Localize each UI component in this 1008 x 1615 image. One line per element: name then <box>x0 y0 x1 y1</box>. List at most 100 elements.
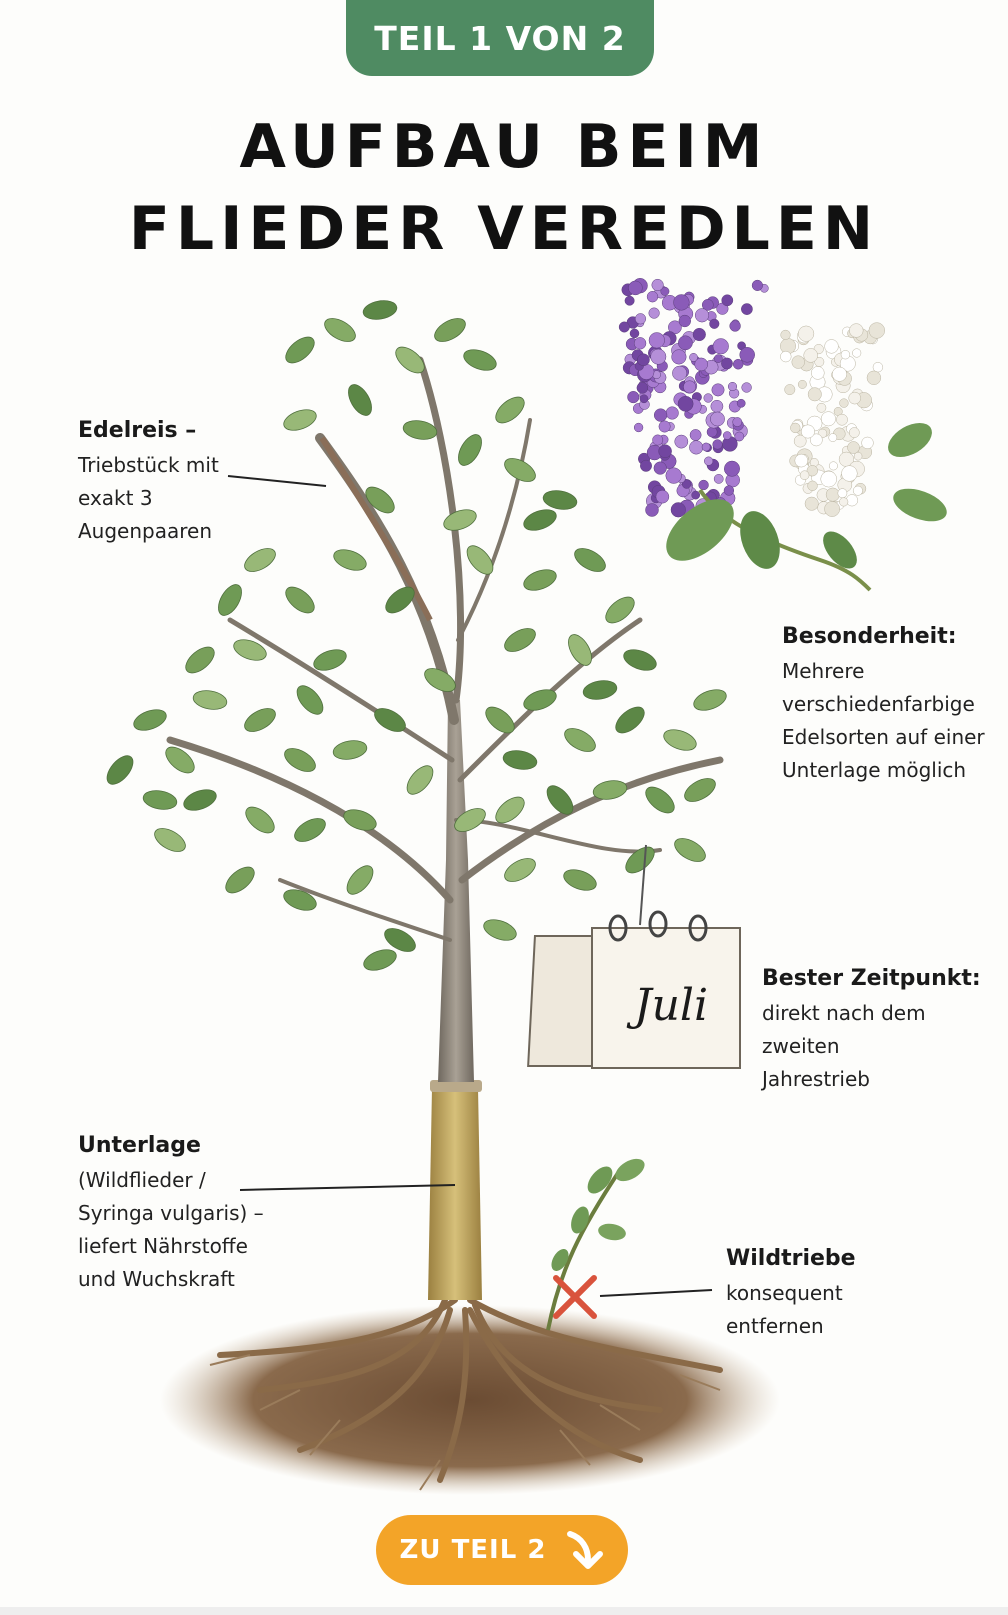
roots <box>217 1297 723 1483</box>
lilac-floret <box>624 295 635 306</box>
lilac-floret <box>828 461 838 471</box>
lilac-floret <box>658 420 671 433</box>
lilac-floret <box>800 424 815 439</box>
leaf <box>485 706 515 734</box>
edelreis-scion <box>319 436 433 622</box>
lilac-floret <box>627 391 640 404</box>
label-edelreis-line: Augenpaaren <box>78 519 213 543</box>
lilac-floret <box>713 354 723 363</box>
label-edelreis-line: exakt 3 <box>78 486 153 510</box>
lilac-floret <box>701 442 711 452</box>
lilac-floret <box>732 417 743 427</box>
lilac-floret <box>828 433 838 442</box>
label-edelreis-line: Triebstück mit <box>78 453 219 477</box>
label-besonderheit-line: Edelsorten auf einer <box>782 725 985 749</box>
lilac-floret <box>852 348 862 358</box>
label-unterlage: Unterlage (Wildflieder / Syringa vulgari… <box>78 1133 264 1296</box>
page-title-line-2: FLIEDER VEREDLEN <box>128 194 880 264</box>
leaf <box>434 318 466 342</box>
lilac-floret <box>820 411 836 427</box>
leaf <box>402 420 438 440</box>
label-wildtriebe-head: Wildtriebe <box>726 1246 856 1271</box>
lilac-floret <box>820 470 837 488</box>
leaf <box>165 746 195 774</box>
leaf <box>623 649 657 671</box>
lilac-floret <box>847 441 860 454</box>
lilac-floret <box>637 353 650 367</box>
leaf <box>605 596 635 624</box>
lilac-floret <box>807 480 818 491</box>
lilac-floret <box>658 444 672 458</box>
lilac-floret <box>840 350 851 360</box>
leaf <box>225 866 255 894</box>
part-badge: TEIL 1 VON 2 <box>346 0 654 76</box>
lilac-floret <box>683 380 697 394</box>
lilac-floret <box>665 406 679 420</box>
leaf <box>454 808 486 832</box>
lilac-floret <box>841 465 858 482</box>
label-zeitpunkt-line: zweiten <box>762 1034 840 1058</box>
label-edelreis: Edelreis – Triebstück mit exakt 3 Augenp… <box>78 418 219 548</box>
leaf <box>343 809 377 831</box>
lilac-floret <box>712 439 723 450</box>
lilac-floret <box>794 453 809 468</box>
label-edelreis-head: Edelreis – <box>78 418 197 443</box>
lilac-floret <box>853 451 863 461</box>
lilac-floret <box>660 286 670 296</box>
lilac-floret <box>825 487 840 502</box>
cross-mark-icon <box>553 1275 597 1319</box>
label-unterlage-line: (Wildflieder / <box>78 1168 206 1192</box>
label-besonderheit-head: Besonderheit: <box>782 624 957 649</box>
leaf <box>523 569 557 591</box>
leaf <box>684 778 716 802</box>
leaf <box>363 949 397 971</box>
lilac-floret <box>721 294 734 307</box>
lilac-floret <box>640 459 652 472</box>
leaf <box>406 765 434 795</box>
lilac-floret <box>634 313 647 325</box>
next-part-button[interactable]: ZU TEIL 2 <box>376 1515 628 1585</box>
lilac-floret <box>751 279 763 291</box>
leaf <box>183 789 217 811</box>
lilac-floret <box>807 387 822 402</box>
leaf <box>502 750 538 770</box>
fine-roots <box>209 1354 721 1491</box>
lilac-floret <box>793 434 807 448</box>
lilac-floret <box>836 413 848 426</box>
lilac-floret <box>839 398 849 408</box>
leaf <box>645 786 675 814</box>
lilac-floret <box>852 485 863 496</box>
leaf <box>324 318 356 342</box>
leader-lines <box>227 475 713 1297</box>
wild-shoot <box>546 1158 645 1331</box>
label-zeitpunkt: Bester Zeitpunkt: direkt nach dem zweite… <box>762 966 981 1096</box>
lilac-floret <box>710 411 725 427</box>
lilac-floret <box>692 327 706 342</box>
lilac-floret <box>629 328 640 339</box>
label-wildtriebe: Wildtriebe konsequent entfernen <box>726 1246 856 1343</box>
leaf <box>313 649 347 671</box>
lilac-floret <box>703 393 713 403</box>
label-besonderheit-line: Mehrere <box>782 659 865 683</box>
leaf <box>332 740 368 760</box>
lilac-floret <box>678 335 693 351</box>
page-title-line-1: AUFBAU BEIM <box>239 112 769 182</box>
lilac-floret <box>653 408 668 422</box>
leaf <box>458 434 482 466</box>
leaf <box>625 846 655 874</box>
lilac-floret <box>628 280 643 296</box>
lilac-floret <box>723 485 735 496</box>
arrow-down-right-icon <box>567 1531 604 1569</box>
leaf <box>542 490 578 510</box>
leaves <box>106 300 727 971</box>
leaf <box>374 708 406 732</box>
leaf <box>106 755 134 785</box>
label-unterlage-line: und Wuchskraft <box>78 1267 235 1291</box>
lilac-floret <box>648 307 660 319</box>
lilac-floret <box>797 379 807 389</box>
lilac-floret <box>736 398 746 408</box>
lilac-floret <box>639 394 649 404</box>
lilac-floret <box>780 329 791 340</box>
lilac-floret <box>672 365 688 381</box>
lilac-floret <box>839 497 849 507</box>
